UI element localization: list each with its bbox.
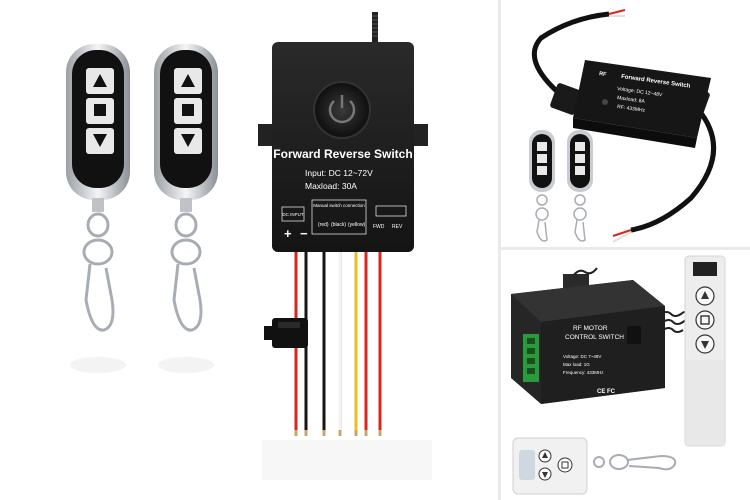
load-spec: Maxload: 30A (305, 181, 357, 191)
arrow-up-icon (181, 74, 195, 87)
main-product-panel: Forward Reverse Switch Input: DC 12~72V … (66, 12, 432, 480)
rf-motor-control-box: RF MOTOR CONTROL SWITCH Voltage: DC 7~48… (511, 274, 665, 404)
white-fob-remote (512, 437, 677, 495)
stop-square-icon (182, 104, 194, 116)
manual-switch-label: Manual switch connection (313, 203, 365, 208)
header-rf: RF (599, 71, 608, 78)
mini-remote-left (529, 130, 555, 242)
forward-reverse-switch-module: Forward Reverse Switch Input: DC 12~72V … (258, 42, 428, 252)
arrow-down-icon (542, 472, 548, 478)
wire-tips (294, 430, 382, 436)
arrow-down-icon (93, 134, 107, 147)
stop-square-icon (561, 461, 569, 469)
rev-label: REV (392, 224, 403, 230)
arrow-down-icon (181, 134, 195, 147)
cert-marks: CE FC (597, 389, 616, 395)
key-fob-remote-right (154, 44, 218, 373)
waterproof-module-panel: RF Forward Reverse Switch Voltage: DC 12… (501, 0, 750, 247)
load-spec: Max load: 1G (563, 362, 590, 367)
minus-sign: − (300, 226, 308, 241)
panel-divider-vertical (498, 0, 501, 500)
reflection (262, 440, 432, 480)
panel-divider-horizontal (501, 247, 750, 250)
led-indicator-icon (602, 99, 608, 105)
module-title: Forward Reverse Switch (273, 147, 412, 161)
cables (531, 11, 717, 233)
wire-red-label: (red) (318, 222, 329, 228)
wire-yellow-label: (yellow) (348, 222, 366, 228)
output-wires (294, 252, 382, 430)
dc-input-label: DC INPUT (282, 212, 304, 217)
keyring-icon (593, 454, 677, 471)
title-line2: CONTROL SWITCH (565, 334, 624, 341)
learn-button (627, 326, 641, 344)
wire-black-label: (black) (331, 222, 346, 228)
tall-white-remote (684, 255, 726, 447)
power-icon (328, 95, 356, 124)
keyring-icon (535, 194, 549, 242)
antenna (372, 12, 378, 44)
terminal-screws (527, 338, 535, 374)
arrow-up-icon (93, 74, 107, 87)
fwd-label: FWD (373, 224, 385, 230)
arrow-up-icon (542, 452, 548, 458)
voltage-spec: Voltage: DC 7~48V (563, 354, 601, 359)
rf-spec: RF: 433MHz (617, 104, 646, 114)
input-spec: Input: DC 12~72V (305, 168, 373, 178)
arrow-up-icon (701, 291, 709, 299)
plus-sign: + (284, 226, 292, 241)
waterproof-switch-box: RF Forward Reverse Switch Voltage: DC 12… (573, 60, 711, 148)
load-spec: Maxload: 8A (617, 95, 646, 105)
keyring-icon (82, 212, 115, 332)
arrow-down-icon (701, 341, 709, 349)
key-fob-remote-left (66, 44, 130, 373)
stop-square-icon (94, 104, 106, 116)
cable-ends (608, 9, 632, 243)
keyring-icon (170, 212, 203, 332)
rf-motor-control-panel: RF MOTOR CONTROL SWITCH Voltage: DC 7~48… (501, 250, 750, 500)
inline-fuse-holder (264, 318, 308, 348)
title-line1: RF MOTOR (573, 325, 608, 332)
mini-remote-right (567, 130, 593, 242)
keyring-icon (573, 194, 587, 242)
stop-square-icon (700, 315, 710, 325)
frequency-spec: Frequency: 433MHz (563, 370, 604, 375)
